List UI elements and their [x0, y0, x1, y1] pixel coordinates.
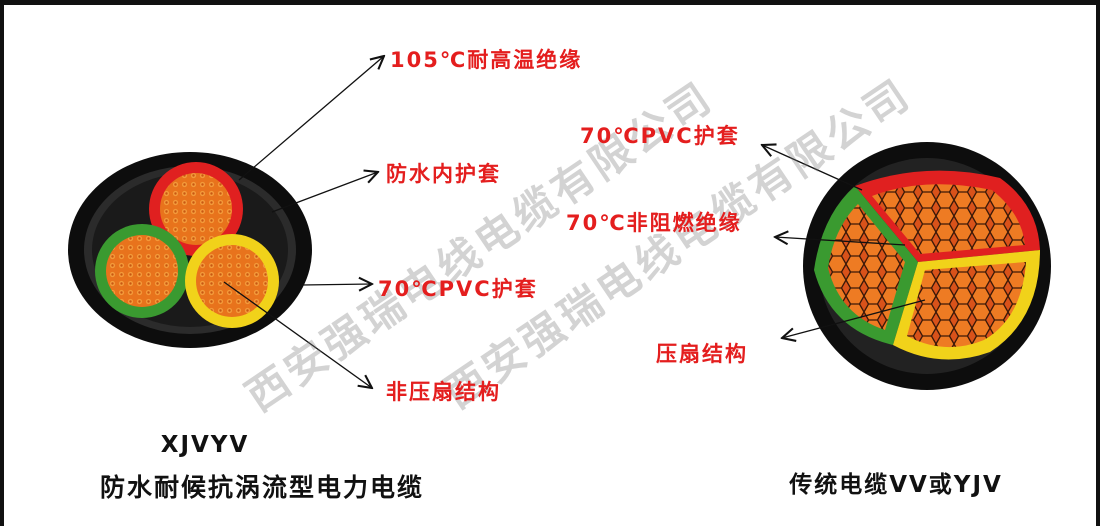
right-pointer-lines — [762, 145, 926, 338]
right-border — [1096, 0, 1100, 526]
label-heat-resistant-insulation: 105℃耐高温绝缘 — [390, 48, 583, 72]
left-core-green — [95, 224, 189, 318]
right-core-yellow — [893, 250, 1040, 360]
left-caption-model: XJVYV — [160, 432, 250, 458]
label-waterproof-inner-sheath: 防水内护套 — [386, 162, 501, 186]
top-border — [0, 0, 1100, 5]
left-core-yellow — [185, 234, 279, 328]
label-non-sector-structure: 非压扇结构 — [386, 380, 501, 404]
left-border — [0, 0, 4, 526]
left-pointer-lines — [223, 56, 384, 388]
label-non-flame-retardant-insulation: 70℃非阻燃绝缘 — [566, 211, 742, 235]
left-cable-cross-section — [68, 152, 312, 348]
label-left-pvc-sheath: 70℃PVC护套 — [378, 277, 538, 301]
right-cable-cross-section — [803, 142, 1051, 390]
right-caption: 传统电缆VV或YJV — [789, 472, 1003, 498]
label-right-pvc-sheath: 70℃PVC护套 — [580, 124, 740, 148]
right-core-green — [814, 186, 918, 345]
left-caption-description: 防水耐候抗涡流型电力电缆 — [99, 473, 424, 502]
label-sector-structure: 压扇结构 — [656, 342, 748, 366]
left-core-red — [149, 162, 243, 256]
right-core-red — [855, 170, 1040, 262]
